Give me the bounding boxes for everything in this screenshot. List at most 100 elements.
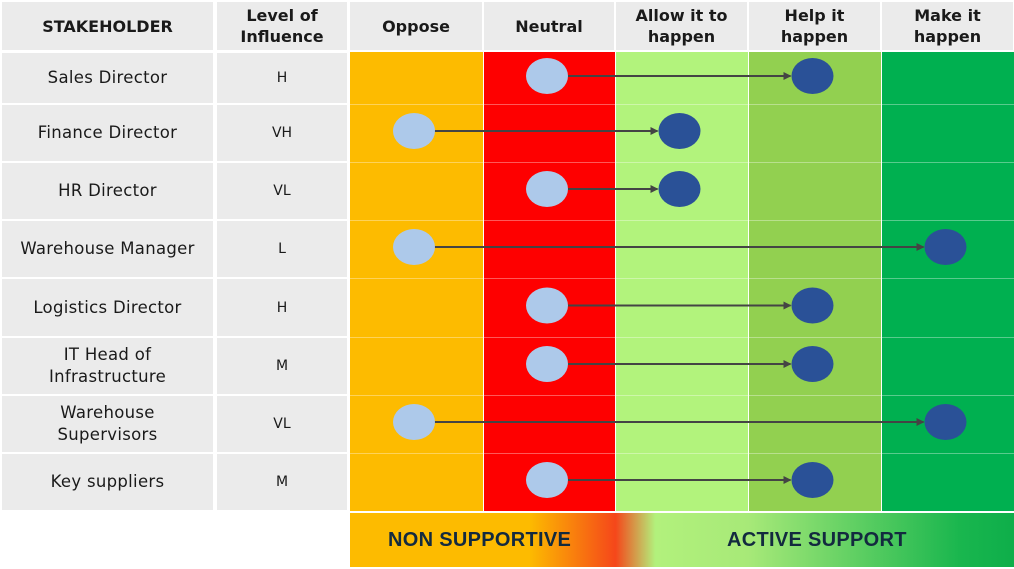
header-level-of-influence-text: Level of Influence (240, 5, 323, 47)
influence-level-text: VH (272, 125, 292, 141)
stakeholder-name: Key suppliers (2, 454, 213, 510)
stakeholder-name: HR Director (2, 163, 213, 219)
influence-level: VL (217, 396, 347, 452)
row-separator (349, 337, 1014, 338)
stage-band-help (749, 52, 881, 511)
stakeholder-name-line: Key suppliers (50, 472, 165, 491)
row-separator (349, 162, 1014, 163)
target-position-marker (791, 346, 834, 382)
header-stage-2: Allow it to happen (616, 2, 747, 50)
influence-level-text: H (277, 300, 288, 316)
row-separator (349, 104, 1014, 105)
influence-level-text: VL (273, 183, 290, 199)
target-position-marker (658, 171, 701, 207)
influence-level-line: M (275, 358, 289, 374)
target-position-marker (658, 113, 701, 149)
stakeholder-name: Finance Director (2, 105, 213, 161)
stakeholder-name: Sales Director (2, 53, 213, 103)
target-position-marker (791, 462, 834, 498)
header-stage-4-line: happen (913, 27, 982, 46)
influence-level: M (217, 454, 347, 510)
influence-level-text: L (278, 241, 286, 257)
row-separator (349, 278, 1014, 279)
stakeholder-name-line: Supervisors (57, 425, 158, 444)
header-stage-4-line: Make it (914, 6, 981, 25)
stakeholder-name-line: Sales Director (47, 68, 168, 87)
row-separator (349, 453, 1014, 454)
influence-level-line: H (276, 70, 288, 86)
stakeholder-name-line: IT Head of (63, 345, 152, 364)
influence-level-line: H (276, 299, 288, 316)
stakeholder-name-line: Finance Director (37, 123, 178, 142)
current-position-marker (526, 462, 568, 498)
current-position-marker (393, 229, 435, 265)
header-stage-3-line: happen (780, 27, 849, 46)
stakeholder-name-line: HR Director (58, 181, 157, 200)
stakeholder-name: Warehouse Manager (2, 221, 213, 277)
header-stage-2-text: Allow it to happen (635, 5, 727, 47)
influence-level: M (217, 338, 347, 394)
influence-level-line: VH (271, 125, 293, 141)
header-stage-0: Oppose (350, 2, 482, 50)
influence-level: H (217, 279, 347, 336)
header-stage-4-text: Make it happen (914, 5, 981, 47)
header-stakeholder-line: STAKEHOLDER (42, 16, 173, 36)
influence-level-text: M (276, 474, 288, 490)
stakeholder-name-text: Finance Director (38, 122, 177, 144)
influence-level-text: VL (273, 416, 290, 432)
current-position-marker (393, 113, 435, 149)
header-stage-2-line: happen (647, 27, 716, 46)
target-position-marker (791, 287, 834, 324)
influence-level-line: M (275, 474, 289, 490)
stakeholder-name-line: Infrastructure (48, 367, 167, 386)
header-stage-0-text: Oppose (382, 16, 450, 37)
stakeholder-name-text: IT Head of Infrastructure (49, 344, 166, 388)
current-position-marker (526, 346, 568, 382)
influence-level: VL (217, 163, 347, 219)
stakeholder-name-line: Warehouse Manager (20, 239, 195, 258)
influence-level-line: VL (273, 183, 291, 199)
header-stage-1-line: Neutral (515, 16, 583, 36)
header-stage-1: Neutral (484, 2, 614, 50)
influence-level-line: L (278, 241, 286, 257)
support-scale-bar: NON SUPPORTIVE ACTIVE SUPPORT (350, 513, 1014, 567)
header-level-of-influence: Level of Influence (217, 2, 347, 50)
stakeholder-name-line: Warehouse (60, 403, 155, 422)
influence-level: L (217, 221, 347, 277)
target-position-marker (791, 58, 834, 94)
header-level-of-influence-line: Influence (240, 27, 324, 46)
stakeholder-name-text: Warehouse Manager (20, 238, 194, 260)
stakeholder-name-text: Logistics Director (33, 297, 181, 319)
stakeholder-name-text: Key suppliers (51, 471, 165, 493)
current-position-marker (393, 404, 435, 440)
stakeholder-name-line: Logistics Director (33, 297, 182, 317)
target-position-marker (924, 229, 967, 265)
stakeholder-name-text: Sales Director (48, 67, 168, 89)
target-position-marker (924, 404, 967, 440)
stakeholder-name: Logistics Director (2, 279, 213, 336)
header-stakeholder: STAKEHOLDER (2, 2, 213, 50)
influence-level-line: VL (273, 416, 291, 432)
influence-level-text: M (276, 358, 288, 374)
influence-level-text: H (277, 70, 288, 86)
header-stage-3: Help it happen (749, 2, 880, 50)
current-position-marker (526, 287, 568, 324)
header-stakeholder-text: STAKEHOLDER (42, 16, 173, 37)
current-position-marker (526, 171, 568, 207)
row-separator (349, 220, 1014, 221)
header-stage-4: Make it happen (882, 2, 1013, 50)
header-stage-2-line: Allow it to (635, 6, 728, 25)
row-separator (349, 395, 1014, 396)
influence-level: VH (217, 105, 347, 161)
header-stage-0-line: Oppose (382, 16, 450, 36)
influence-level: H (217, 53, 347, 103)
stage-band-neutral (484, 52, 615, 511)
header-stage-3-line: Help it (784, 6, 845, 25)
header-level-of-influence-line: Level of (246, 6, 318, 25)
stakeholder-name-text: HR Director (58, 180, 157, 202)
header-stage-3-text: Help it happen (781, 5, 848, 47)
non-supportive-label: NON SUPPORTIVE (388, 528, 572, 551)
